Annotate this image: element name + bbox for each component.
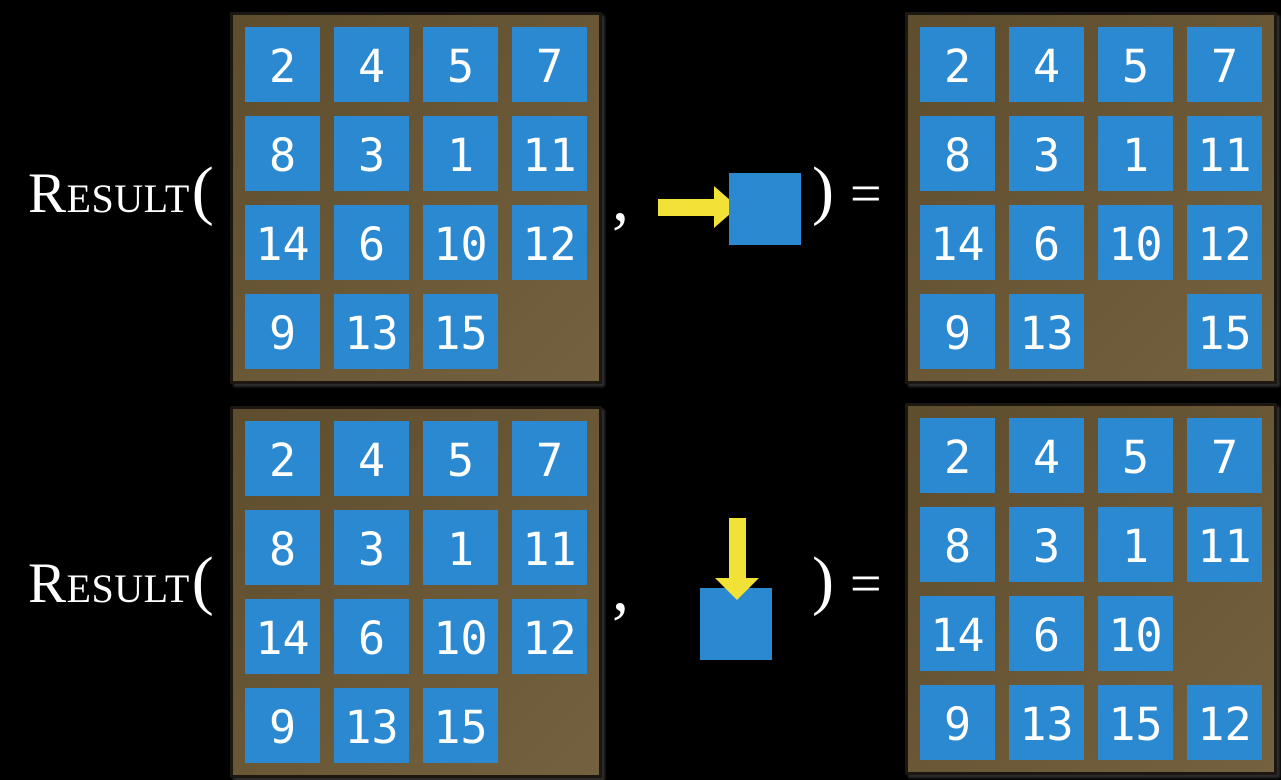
tile-10: 10 <box>1098 205 1173 280</box>
tile-4: 4 <box>1009 27 1084 102</box>
moved-tile-square <box>700 588 772 660</box>
tile-13: 13 <box>334 688 409 763</box>
moved-tile-square <box>729 173 801 245</box>
tile-8: 8 <box>245 510 320 585</box>
tile-13: 13 <box>334 294 409 369</box>
function-name: Result <box>28 162 190 225</box>
blank-cell <box>1098 294 1173 369</box>
tile-3: 3 <box>334 116 409 191</box>
tile-8: 8 <box>920 507 995 582</box>
tile-2: 2 <box>920 418 995 493</box>
tile-13: 13 <box>1009 294 1084 369</box>
comma-separator: , <box>612 159 629 235</box>
tile-13: 13 <box>1009 685 1084 760</box>
tile-7: 7 <box>512 421 587 496</box>
tile-7: 7 <box>1187 27 1262 102</box>
tile-2: 2 <box>920 27 995 102</box>
tile-2: 2 <box>245 27 320 102</box>
tile-5: 5 <box>423 27 498 102</box>
tile-4: 4 <box>1009 418 1084 493</box>
tile-4: 4 <box>334 27 409 102</box>
tile-2: 2 <box>245 421 320 496</box>
tile-9: 9 <box>245 294 320 369</box>
blank-cell <box>1187 596 1262 671</box>
equals-sign: = <box>849 553 882 615</box>
blank-cell <box>512 688 587 763</box>
tile-11: 11 <box>1187 507 1262 582</box>
tile-7: 7 <box>512 27 587 102</box>
tile-12: 12 <box>512 599 587 674</box>
tile-11: 11 <box>512 116 587 191</box>
close-paren: ) <box>812 154 834 227</box>
tile-6: 6 <box>334 599 409 674</box>
tile-8: 8 <box>245 116 320 191</box>
result-function-label: Result( <box>28 548 214 614</box>
tile-12: 12 <box>512 205 587 280</box>
tile-9: 9 <box>920 294 995 369</box>
tile-4: 4 <box>334 421 409 496</box>
tile-3: 3 <box>1009 116 1084 191</box>
tile-1: 1 <box>1098 507 1173 582</box>
close-equals-group: ) = <box>812 158 882 224</box>
tile-3: 3 <box>334 510 409 585</box>
tile-15: 15 <box>423 294 498 369</box>
tile-8: 8 <box>920 116 995 191</box>
tile-14: 14 <box>920 205 995 280</box>
tile-9: 9 <box>245 688 320 763</box>
tile-14: 14 <box>245 599 320 674</box>
close-paren: ) <box>812 544 834 617</box>
move-down-arrow-icon <box>715 518 759 600</box>
result-function-label: Result( <box>28 158 214 224</box>
tile-1: 1 <box>1098 116 1173 191</box>
blank-cell <box>512 294 587 369</box>
function-name: Result <box>28 552 190 615</box>
tile-1: 1 <box>423 510 498 585</box>
equals-sign: = <box>849 163 882 225</box>
tile-7: 7 <box>1187 418 1262 493</box>
tile-10: 10 <box>1098 596 1173 671</box>
tile-10: 10 <box>423 205 498 280</box>
tile-3: 3 <box>1009 507 1084 582</box>
tile-6: 6 <box>1009 596 1084 671</box>
tile-14: 14 <box>920 596 995 671</box>
arrow-shaft <box>729 518 746 580</box>
tile-12: 12 <box>1187 685 1262 760</box>
arrow-shaft <box>658 199 716 216</box>
tile-10: 10 <box>423 599 498 674</box>
tile-6: 6 <box>1009 205 1084 280</box>
arrow-head <box>715 578 759 600</box>
close-equals-group: ) = <box>812 548 882 614</box>
tile-15: 15 <box>1098 685 1173 760</box>
tile-15: 15 <box>423 688 498 763</box>
tile-5: 5 <box>1098 418 1173 493</box>
open-paren: ( <box>191 544 214 617</box>
tile-5: 5 <box>1098 27 1173 102</box>
open-paren: ( <box>191 154 214 227</box>
tile-6: 6 <box>334 205 409 280</box>
tile-9: 9 <box>920 685 995 760</box>
tile-11: 11 <box>1187 116 1262 191</box>
tile-14: 14 <box>245 205 320 280</box>
comma-separator: , <box>612 549 629 625</box>
tile-15: 15 <box>1187 294 1262 369</box>
move-right-arrow-icon <box>658 186 740 228</box>
tile-11: 11 <box>512 510 587 585</box>
tile-1: 1 <box>423 116 498 191</box>
tile-12: 12 <box>1187 205 1262 280</box>
tile-5: 5 <box>423 421 498 496</box>
